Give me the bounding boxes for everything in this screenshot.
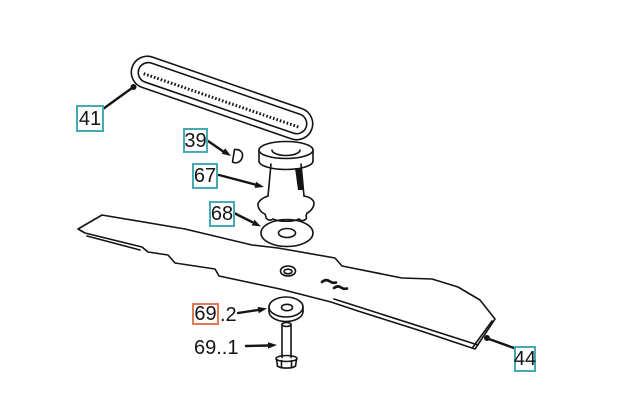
callout-41-belt[interactable]: 41 [76,105,104,132]
leader-lines [101,84,516,350]
leader-key [206,139,231,156]
callout-44-blade[interactable]: 44 [513,346,537,372]
callout-39-key[interactable]: 39 [183,128,208,153]
leader-blade-bolt [244,342,277,349]
mower-blade-drawing [77,214,496,350]
woodruff-key-drawing [231,148,244,164]
drive-belt-drawing [130,55,314,141]
callout-68-washer[interactable]: 68 [209,201,235,227]
leader-belt [101,84,137,111]
callout-69-suffix: .2 [220,304,237,326]
spindle-mandrel-drawing [257,140,315,223]
leader-blade-washer [236,306,267,315]
mandrel-washer-drawing [260,218,314,248]
callout-69-blade-washer[interactable]: 69 [192,303,219,325]
leader-mandrel-washer [232,211,261,227]
callout-69-1-bolt: 69..1 [194,337,239,359]
callout-67-mandrel[interactable]: 67 [192,163,218,189]
blade-stamp-marks [320,278,349,291]
blade-washer-drawing [268,296,304,323]
blade-bolt-drawing [275,321,298,369]
leader-blade [484,335,516,350]
leader-mandrel [217,173,264,188]
